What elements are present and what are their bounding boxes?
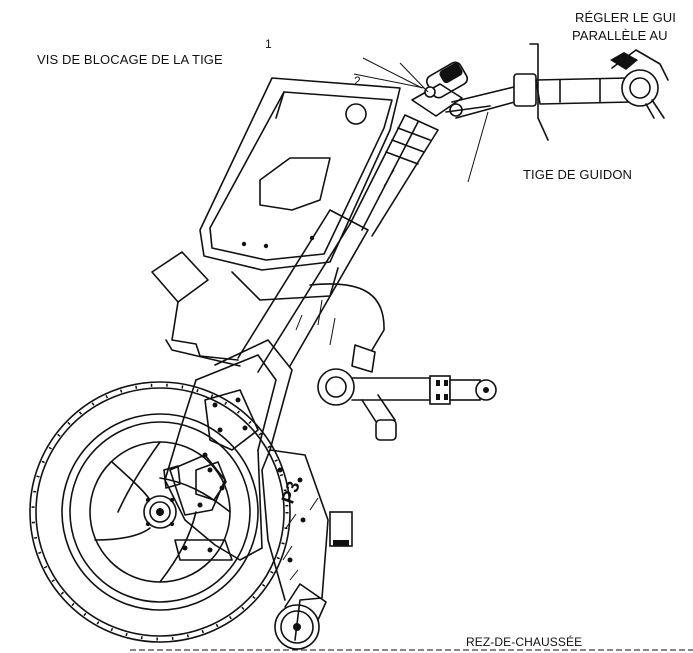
leader-lines [353,57,489,183]
handlebar-stem-label: TIGE DE GUIDON [523,167,633,182]
adjust-handlebar-label-line2: PARALLÈLE AU [572,28,668,43]
rear-bracket [151,251,241,367]
front-wheel [29,381,291,643]
tire-tread [31,383,289,641]
handlebar-assembly [411,43,669,141]
adjust-handlebar-label-line1: RÉGLER LE GUI [575,10,676,25]
battery-housing [199,77,401,301]
hand-crank [317,368,497,441]
callout-2: 2 [354,74,361,88]
fork-frame [163,339,353,641]
stem-lock-screw-label: VIS DE BLOCAGE DE LA TIGE [37,52,223,67]
callout-1: 1 [265,37,272,51]
ground-level-label: REZ-DE-CHAUSSÉE [466,635,583,649]
